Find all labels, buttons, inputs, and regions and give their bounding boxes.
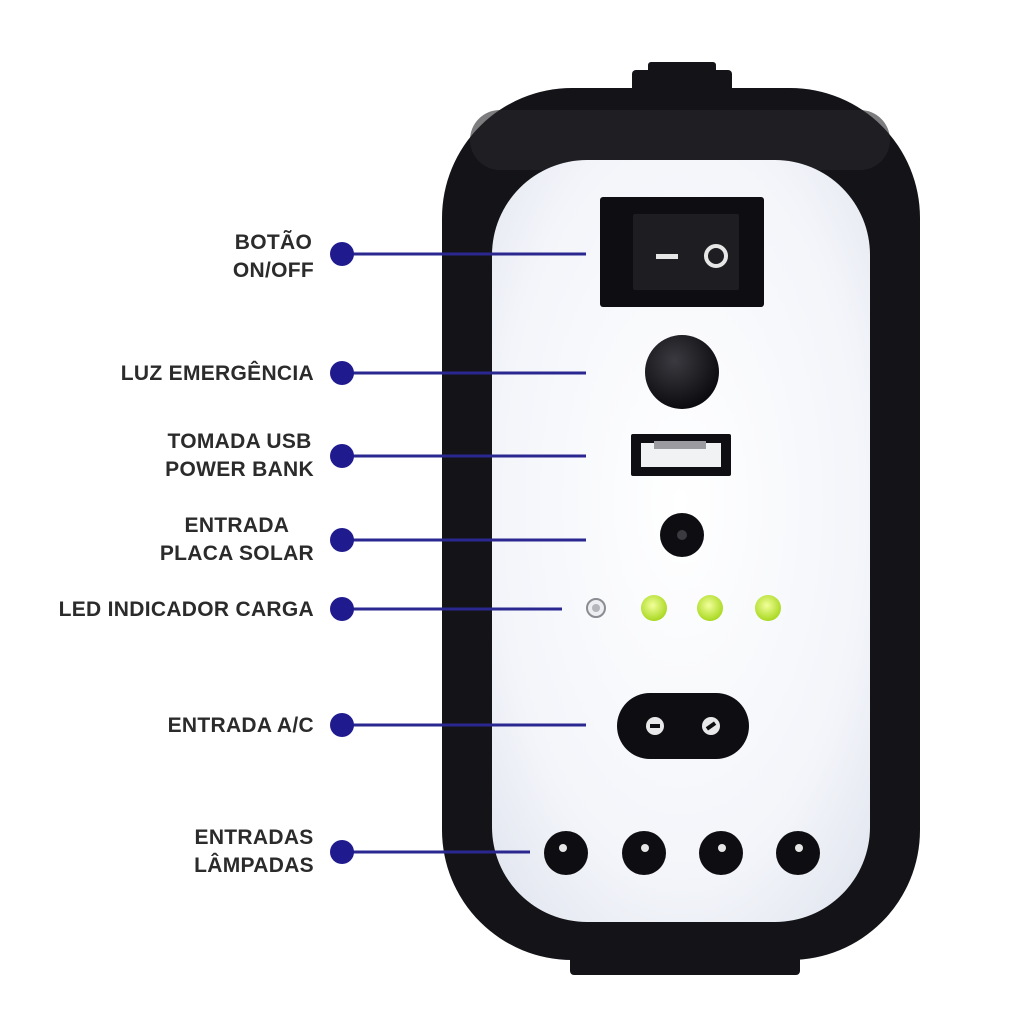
solar-input-jack[interactable] <box>660 513 704 557</box>
charge-led-1 <box>641 595 667 621</box>
lamp-socket-2[interactable] <box>622 831 666 875</box>
callout-dot-charge-led <box>330 597 354 621</box>
callout-dot-solar-input <box>330 528 354 552</box>
lamp-socket-1[interactable] <box>544 831 588 875</box>
callout-dot-emergency-light <box>330 361 354 385</box>
lamp-socket-4[interactable] <box>776 831 820 875</box>
charge-led-2 <box>697 595 723 621</box>
callout-label-charge-led: LED INDICADOR CARGA <box>58 598 314 621</box>
usb-port[interactable] <box>631 434 731 476</box>
charge-led-group <box>586 595 781 621</box>
callout-label-emergency-light: LUZ EMERGÊNCIA <box>120 362 314 385</box>
charge-led-3 <box>755 595 781 621</box>
callout-leaders <box>330 242 586 864</box>
callout-dot-power-switch <box>330 242 354 266</box>
lamp-sockets <box>544 831 820 875</box>
ac-socket[interactable] <box>617 693 749 759</box>
emergency-light-button[interactable] <box>645 335 719 409</box>
callout-dot-lamp-inputs <box>330 840 354 864</box>
callout-dot-ac-input <box>330 713 354 737</box>
rocker-switch[interactable] <box>600 197 764 307</box>
callout-dot-usb-socket <box>330 444 354 468</box>
lamp-socket-3[interactable] <box>699 831 743 875</box>
callout-label-ac-input: ENTRADA A/C <box>167 714 314 737</box>
